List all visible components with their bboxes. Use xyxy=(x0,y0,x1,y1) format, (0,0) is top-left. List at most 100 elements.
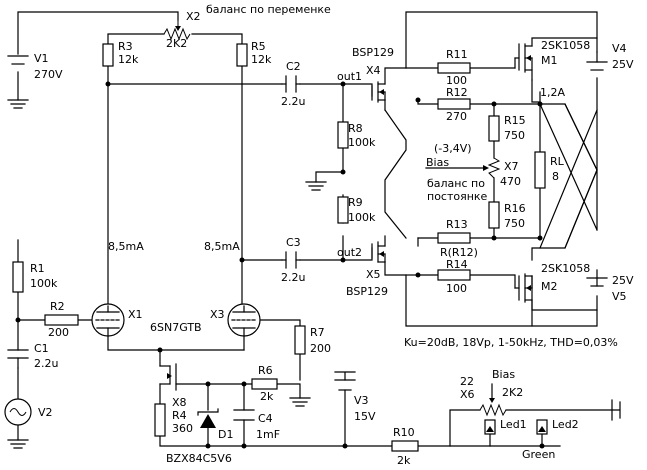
battery-v1 xyxy=(7,55,29,65)
label-r5-val: 12k xyxy=(251,53,272,66)
label-m2-type: 2SK1058 xyxy=(541,262,590,275)
battery-v4 xyxy=(586,61,608,71)
capacitor-c4 xyxy=(233,409,255,421)
label-x1: X1 xyxy=(128,308,143,321)
label-r7: R7 xyxy=(310,326,325,339)
potentiometer-x6 xyxy=(479,398,507,417)
label-r13: R13 xyxy=(446,218,468,231)
label-v2: V2 xyxy=(38,406,53,419)
label-i-left: 8,5mA xyxy=(108,240,144,253)
resistor-r5 xyxy=(236,43,248,67)
label-c2-val: 2.2u xyxy=(281,95,305,108)
label-r10: R10 xyxy=(393,426,415,439)
resistor-r16 xyxy=(488,201,500,229)
label-v4: V4 xyxy=(612,42,627,55)
label-rl-val: 8 xyxy=(552,170,559,183)
label-c1: C1 xyxy=(34,342,49,355)
label-r8: R8 xyxy=(348,122,363,135)
resistor-r10 xyxy=(391,440,419,452)
potentiometer-x7 xyxy=(483,157,501,179)
label-r7-val: 200 xyxy=(310,342,331,355)
label-bias-voltage: (-3,4V) xyxy=(434,142,472,155)
label-x3: X3 xyxy=(210,308,225,321)
label-out1: out1 xyxy=(337,70,362,83)
label-r3: R3 xyxy=(118,40,133,53)
label-x5: X5 xyxy=(366,268,381,281)
label-x8: X8 xyxy=(172,396,187,409)
mosfet-x4 xyxy=(371,81,386,103)
label-bias: Bias xyxy=(426,156,449,169)
label-i-right: 8,5mA xyxy=(204,240,240,253)
label-r2: R2 xyxy=(50,300,65,313)
capacitor-c1 xyxy=(7,349,29,369)
label-c1-val: 2.2u xyxy=(34,357,58,370)
label-led-color: Green xyxy=(522,448,555,461)
label-r1-val: 100k xyxy=(30,277,58,290)
label-bsp129-bot: BSP129 xyxy=(346,285,388,298)
label-r1: R1 xyxy=(30,262,45,275)
label-out2: out2 xyxy=(337,246,362,259)
label-r9: R9 xyxy=(348,196,363,209)
resistor-r14 xyxy=(437,269,471,281)
resistor-r1 xyxy=(12,261,24,293)
label-r14-val: 100 xyxy=(446,282,467,295)
mosfet-x5 xyxy=(371,241,386,263)
tube-x3 xyxy=(227,303,261,337)
label-rl: RL xyxy=(550,155,565,168)
label-r5: R5 xyxy=(251,40,266,53)
component-labels: V1 270V X2 баланс по переменке 2K2 R3 12… xyxy=(30,3,634,467)
resistor-r2 xyxy=(44,314,79,326)
label-r12: R12 xyxy=(446,86,468,99)
label-v1-val: 270V xyxy=(34,68,63,81)
label-x6-val: 2K2 xyxy=(502,386,523,399)
label-r3-val: 12k xyxy=(118,53,139,66)
label-r4-val: 360 xyxy=(172,422,193,435)
label-c3: C3 xyxy=(286,236,301,249)
label-r10-val: 2k xyxy=(397,454,411,467)
resistor-r4 xyxy=(154,403,166,437)
battery-v3 xyxy=(334,379,356,391)
resistor-r3 xyxy=(102,43,114,67)
resistor-r7 xyxy=(294,325,306,355)
label-v5-val: 25V xyxy=(612,274,634,287)
label-bsp129-top: BSP129 xyxy=(352,46,394,59)
label-led2: Led2 xyxy=(552,418,579,431)
label-x7-val: 470 xyxy=(500,175,521,188)
label-x4: X4 xyxy=(366,64,381,77)
label-v1: V1 xyxy=(34,52,49,65)
label-r15: R15 xyxy=(504,114,526,127)
label-c2: C2 xyxy=(286,60,301,73)
label-v4-val: 25V xyxy=(612,58,634,71)
label-x6-num: 22 xyxy=(460,375,474,388)
led-2 xyxy=(536,419,548,435)
label-c4-val: 1mF xyxy=(256,428,280,441)
label-c3-val: 2.2u xyxy=(281,271,305,284)
label-r15-val: 750 xyxy=(504,129,525,142)
resistor-r15 xyxy=(488,115,500,142)
resistor-rl xyxy=(534,151,546,189)
label-r11-val: 100 xyxy=(446,74,467,87)
zener-diode-d1 xyxy=(197,408,219,428)
label-tube: 6SN7GTB xyxy=(150,321,202,334)
label-v3-val: 15V xyxy=(354,410,376,423)
label-m1-type: 2SK1058 xyxy=(541,39,590,52)
mosfet-m2 xyxy=(514,273,533,303)
tube-x1 xyxy=(91,303,125,337)
resistor-r12 xyxy=(437,98,471,110)
label-r16-val: 750 xyxy=(504,217,525,230)
label-c4: C4 xyxy=(258,412,273,425)
resistor-r11 xyxy=(437,62,471,74)
label-x7-note-1: баланс по xyxy=(427,177,485,190)
capacitor-c2 xyxy=(281,75,301,93)
label-x2: X2 xyxy=(186,10,201,23)
resistor-r6 xyxy=(251,378,278,390)
label-v3: V3 xyxy=(354,394,369,407)
label-r12-val: 270 xyxy=(446,110,467,123)
label-bias-current: 1,2A xyxy=(540,86,565,99)
label-r11: R11 xyxy=(446,48,468,61)
label-x2-val: 2K2 xyxy=(166,37,187,50)
label-x7: X7 xyxy=(504,160,519,173)
label-d1-type: BZX84C5V6 xyxy=(166,452,232,465)
label-x7-note-2: постоянке xyxy=(427,190,488,203)
